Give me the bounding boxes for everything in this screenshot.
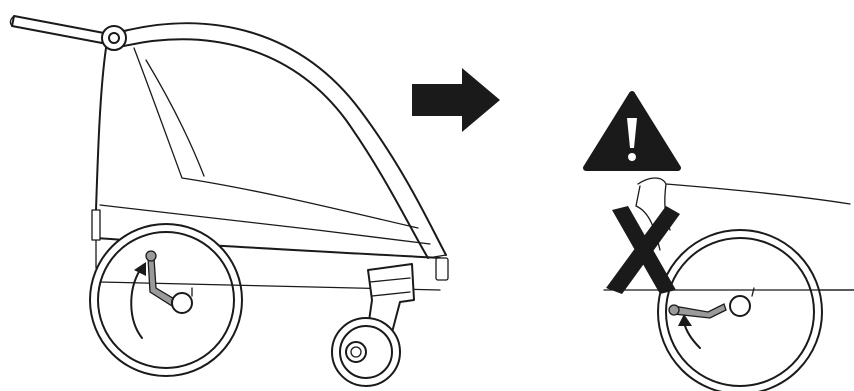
- handlebar: [10, 16, 126, 50]
- x-mark-icon: [606, 206, 680, 294]
- arrow-right-icon: [412, 68, 500, 132]
- trailer-illustration: [10, 16, 448, 386]
- front-wheel: [332, 264, 414, 386]
- warning-triangle-icon: [586, 94, 678, 168]
- detail-view: [604, 178, 854, 391]
